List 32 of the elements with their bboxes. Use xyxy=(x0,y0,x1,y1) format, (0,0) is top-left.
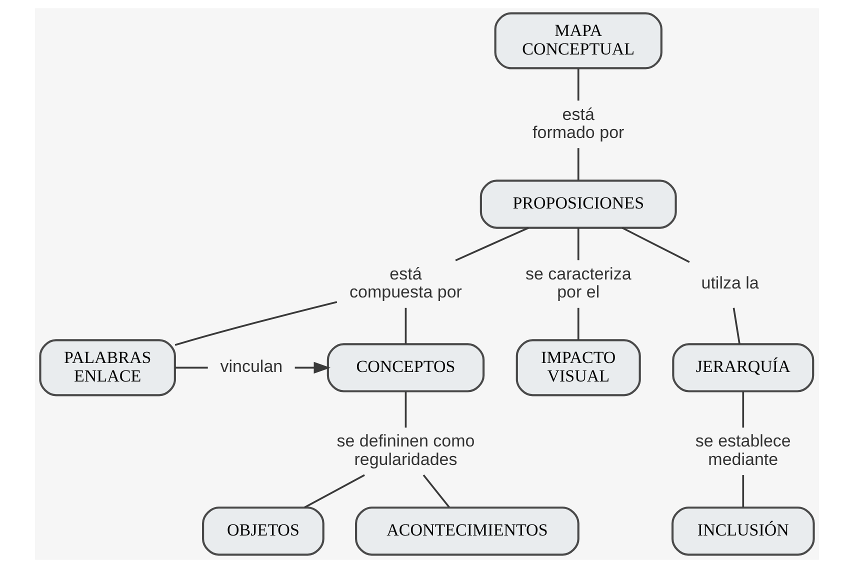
node-text: utilza la xyxy=(700,273,758,292)
node-box: PALABRAS ENLACE xyxy=(38,339,176,396)
connector xyxy=(576,148,579,180)
node-box: INCLUSIÓN xyxy=(670,506,814,556)
connector xyxy=(576,228,579,260)
node-text: está formado por xyxy=(532,104,624,142)
node-text: vinculan xyxy=(220,357,282,376)
arrow xyxy=(294,362,330,374)
node-text: se defininen como regularidades xyxy=(336,432,474,469)
connector xyxy=(576,308,579,340)
node-box: ACONTECIMIENTOS xyxy=(354,506,579,556)
connector xyxy=(742,392,744,428)
node-text: está compuesta por xyxy=(349,264,462,302)
node-box: OBJETOS xyxy=(202,506,324,556)
connector xyxy=(404,392,406,428)
node-box: MAPA CONCEPTUAL xyxy=(494,12,662,70)
node-text: se caracteriza por el xyxy=(524,264,631,302)
node-box: PROPOSICIONES xyxy=(479,180,676,229)
node-box: IMPACTO VISUAL xyxy=(515,339,640,396)
connector xyxy=(174,301,337,346)
connector xyxy=(576,68,579,101)
node-box: CONCEPTOS xyxy=(326,343,484,392)
connector xyxy=(621,227,690,263)
node-text: se establece mediante xyxy=(694,432,790,469)
connector xyxy=(404,308,406,344)
connector xyxy=(732,308,740,344)
connector xyxy=(174,366,208,369)
connector xyxy=(422,474,450,508)
node-box: JERARQUÍA xyxy=(672,343,814,392)
connector xyxy=(303,474,364,508)
connector xyxy=(742,475,744,508)
connector xyxy=(454,227,528,262)
